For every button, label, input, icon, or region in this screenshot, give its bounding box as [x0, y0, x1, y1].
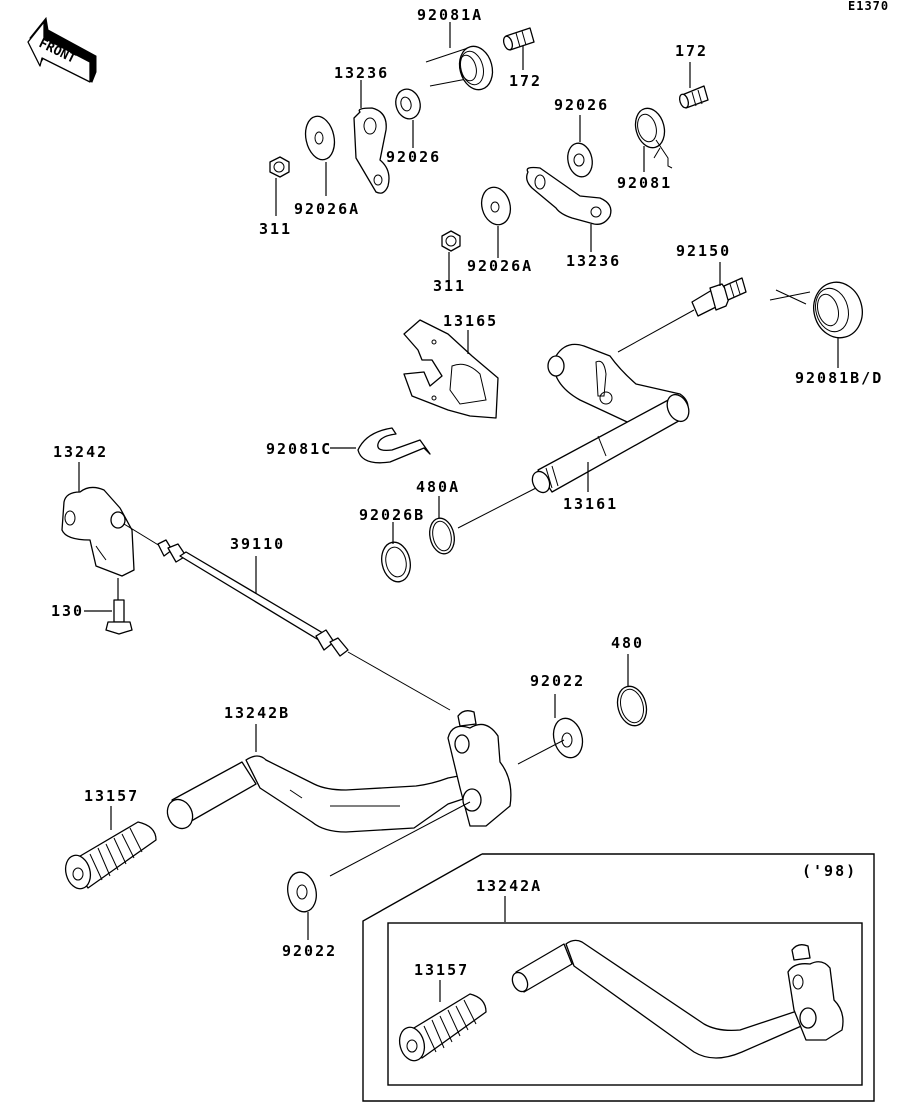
- pin-172-icon: [678, 85, 709, 109]
- part-label-92026B: 92026B: [359, 506, 426, 524]
- part-label-311: 311: [259, 220, 293, 238]
- nut-311-icon: [269, 156, 290, 178]
- part-label-13236: 13236: [334, 64, 390, 82]
- part-label-92026: 92026: [386, 148, 442, 166]
- nut-311-icon: [441, 230, 461, 252]
- part-label-92081A: 92081A: [417, 6, 484, 24]
- washer-92022-icon: [552, 717, 584, 759]
- washer-92026-icon: [567, 142, 593, 178]
- part-label-172: 172: [675, 42, 709, 60]
- spring-92081A-icon: [425, 45, 494, 91]
- lever-13236-icon: [526, 166, 612, 225]
- part-label-13161: 13161: [563, 495, 619, 513]
- washer-92022-icon: [287, 871, 317, 913]
- part-label-13157: 13157: [84, 787, 140, 805]
- part-label-13165: 13165: [443, 312, 499, 330]
- shift-pedal-13242A-icon: [511, 939, 844, 1059]
- pedal-rubber-13157-icon: [398, 993, 487, 1062]
- part-label-92022: 92022: [282, 942, 338, 960]
- part-label-39110: 39110: [230, 535, 286, 553]
- part-label-13157: 13157: [414, 961, 470, 979]
- plate-13165-icon: [403, 319, 499, 419]
- part-label-92026: 92026: [554, 96, 610, 114]
- part-label-130: 130: [51, 602, 85, 620]
- part-label-13242A: 13242A: [476, 877, 543, 895]
- part-label-92026A: 92026A: [294, 200, 361, 218]
- bolt-92150-icon: [691, 277, 747, 317]
- washer-92026-icon: [395, 88, 421, 120]
- part-label-13242: 13242: [53, 443, 109, 461]
- washer-92026A-icon: [480, 186, 512, 226]
- bolt-130-icon: [105, 599, 133, 635]
- part-label-92022: 92022: [530, 672, 586, 690]
- part-label-480: 480: [611, 634, 645, 652]
- part-label-311: 311: [433, 277, 467, 295]
- lever-13242-icon: [61, 486, 135, 577]
- part-label-172: 172: [509, 72, 543, 90]
- circlip-480A-icon: [429, 517, 455, 555]
- diagram-code: E1370: [848, 0, 890, 13]
- pedal-rubber-13157-icon: [64, 821, 157, 890]
- spring-92081C-icon: [357, 427, 431, 464]
- pin-172-icon: [502, 27, 535, 51]
- shift-shaft-13161-icon: [531, 343, 690, 494]
- part-label-92081BD: 92081B/D: [795, 369, 884, 387]
- shift-pedal-13242B-icon: [166, 710, 512, 877]
- part-label-13242B: 13242B: [224, 704, 291, 722]
- part-label-92081: 92081: [617, 174, 673, 192]
- variant-1998-frame: [362, 853, 875, 1102]
- lever-13236-icon: [353, 107, 390, 194]
- washer-92026A-icon: [304, 115, 336, 161]
- washer-92026B-icon: [381, 541, 411, 583]
- spring-92081-icon: [634, 107, 673, 169]
- front-direction-arrow-icon: FRONT: [27, 16, 97, 83]
- circlip-480-icon: [616, 685, 648, 727]
- spring-92081BD-icon: [769, 281, 863, 339]
- part-label-92150: 92150: [676, 242, 732, 260]
- part-label-92026A: 92026A: [467, 257, 534, 275]
- part-label-480A: 480A: [416, 478, 461, 496]
- variant-year-note: ('98): [802, 862, 858, 880]
- part-label-92081C: 92081C: [266, 440, 333, 458]
- part-label-13236: 13236: [566, 252, 622, 270]
- tie-rod-39110-icon: [123, 523, 451, 711]
